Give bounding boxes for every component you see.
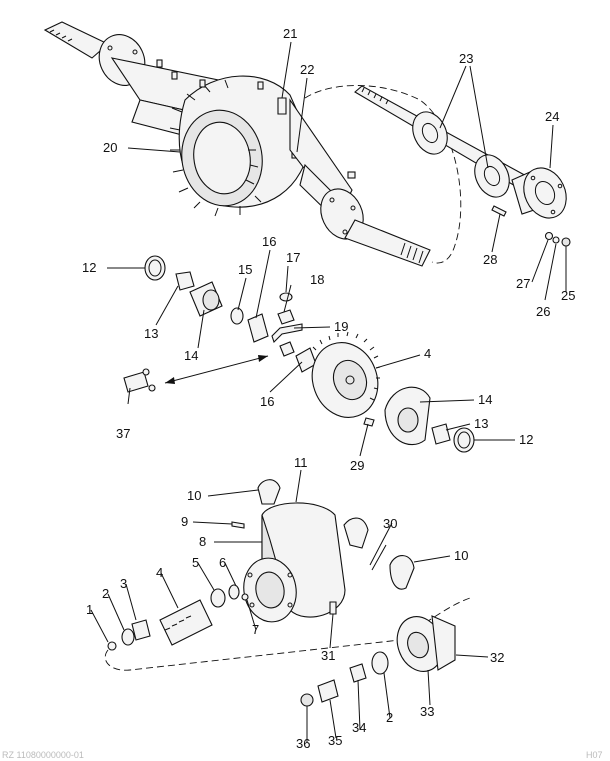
callout-4: 4	[424, 346, 431, 361]
callout-6: 6	[219, 555, 226, 570]
callout-28: 28	[483, 252, 497, 267]
callout-10: 10	[454, 548, 468, 563]
callout-10: 10	[187, 488, 201, 503]
callout-34: 34	[352, 720, 366, 735]
callout-1: 1	[86, 602, 93, 617]
callout-22: 22	[300, 62, 314, 77]
differential-group	[123, 255, 475, 453]
callout-14: 14	[184, 348, 198, 363]
callout-29: 29	[350, 458, 364, 473]
callout-16: 16	[262, 234, 276, 249]
callout-8: 8	[199, 534, 206, 549]
callout-18: 18	[310, 272, 324, 287]
callout-35: 35	[328, 733, 342, 748]
callout-labels: 1 2 2 3 4 4 5 6 7 8 9 10 10 11 12 12 13 …	[82, 26, 575, 751]
callout-19: 19	[334, 319, 348, 334]
footer-reference-left: RZ 11080000000-01	[2, 750, 84, 760]
callout-9: 9	[181, 514, 188, 529]
axle-housing	[43, 21, 462, 267]
callout-2: 2	[386, 710, 393, 725]
callout-31: 31	[321, 648, 335, 663]
footer-reference-right: H07	[586, 750, 603, 760]
callout-7: 7	[252, 622, 259, 637]
callout-13: 13	[474, 416, 488, 431]
callout-27: 27	[516, 276, 530, 291]
callout-15: 15	[238, 262, 252, 277]
callout-13: 13	[144, 326, 158, 341]
callout-12: 12	[82, 260, 96, 275]
callout-3: 3	[120, 576, 127, 591]
callout-25: 25	[561, 288, 575, 303]
leader-lines	[90, 41, 567, 743]
callout-36: 36	[296, 736, 310, 751]
callout-37: 37	[116, 426, 130, 441]
callout-5: 5	[192, 555, 199, 570]
callout-4: 4	[156, 565, 163, 580]
callout-17: 17	[286, 250, 300, 265]
callout-2: 2	[102, 586, 109, 601]
callout-32: 32	[490, 650, 504, 665]
callout-26: 26	[536, 304, 550, 319]
callout-11: 11	[294, 455, 308, 470]
callout-20: 20	[103, 140, 117, 155]
callout-21: 21	[283, 26, 297, 41]
callout-16: 16	[260, 394, 274, 409]
carrier-group	[104, 479, 471, 707]
callout-12: 12	[519, 432, 533, 447]
callout-33: 33	[420, 704, 434, 719]
callout-14: 14	[478, 392, 492, 407]
callout-23: 23	[459, 51, 473, 66]
axle-shaft	[354, 85, 571, 247]
callout-24: 24	[545, 109, 559, 124]
callout-30: 30	[383, 516, 397, 531]
